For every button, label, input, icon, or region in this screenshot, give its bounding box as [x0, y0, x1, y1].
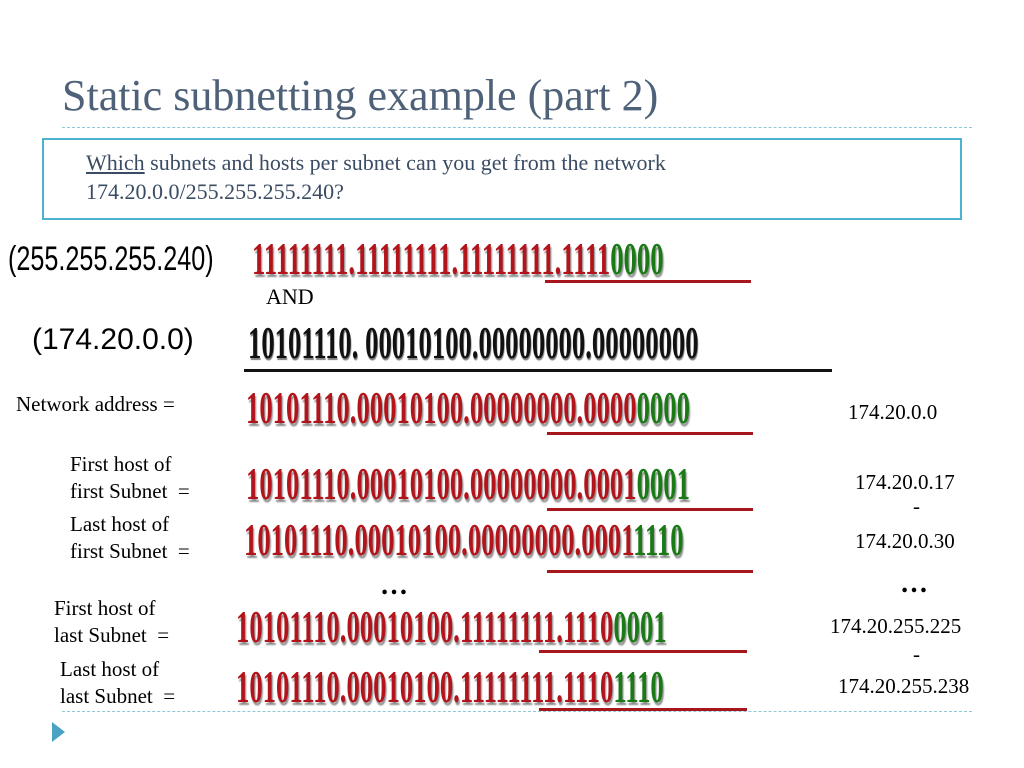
- range-dash-last-subnet: -: [913, 642, 920, 666]
- first-host-last-subnet-underline: [539, 650, 747, 653]
- mask-binary-host-bits: 0000: [610, 233, 664, 284]
- first-host-first-subnet-binary: 10101110.00010100.00000000.00010001: [246, 461, 690, 507]
- binary-host-bits: 0000: [636, 382, 690, 433]
- row-label-last-host-last-subnet: Last host of last Subnet =: [60, 657, 176, 708]
- binary-host-bits: 0001: [636, 458, 690, 509]
- binary-network-bits: 10101110.00010100.00000000.0001: [246, 458, 637, 509]
- first-host-last-subnet-binary: 10101110.00010100.11111111.11100001: [236, 604, 667, 650]
- result-divider: [244, 369, 832, 372]
- last-host-first-subnet-binary: 10101110.00010100.00000000.00011110: [244, 517, 684, 563]
- title-divider: [62, 127, 972, 128]
- network-label: (174.20.0.0): [32, 323, 194, 356]
- row-label-last-host-first-subnet: Last host of first Subnet =: [70, 512, 190, 563]
- first-host-first-subnet-decimal: 174.20.0.17: [855, 470, 955, 494]
- ellipsis-decimal: …: [900, 568, 929, 599]
- last-host-last-subnet-binary: 10101110.00010100.11111111.11101110: [236, 664, 664, 710]
- question-box: Which subnets and hosts per subnet can y…: [42, 138, 962, 220]
- network-address-subnet-underline: [547, 432, 753, 435]
- binary-host-bits: 1110: [633, 514, 684, 565]
- binary-host-bits: 1110: [613, 661, 664, 712]
- mask-subnet-underline: [545, 280, 751, 283]
- network-binary: 10101110. 00010100.00000000.00000000: [248, 320, 699, 366]
- row-label-first-host-last-subnet: First host of last Subnet =: [54, 596, 170, 647]
- question-underlined-word: Which: [86, 150, 145, 175]
- last-host-first-subnet-decimal: 174.20.0.30: [855, 529, 955, 553]
- mask-label: (255.255.255.240): [8, 240, 214, 278]
- ellipsis-binary: …: [380, 570, 409, 601]
- row-label-first-host-first-subnet: First host of first Subnet =: [70, 452, 190, 503]
- first-host-last-subnet-decimal: 174.20.255.225: [830, 614, 962, 638]
- binary-network-bits: 10101110.00010100.00000000.0000: [246, 382, 637, 433]
- last-host-last-subnet-underline: [539, 708, 747, 711]
- row-label-network-address: Network address =: [16, 392, 175, 416]
- first-host-first-subnet-underline: [547, 508, 753, 511]
- last-host-last-subnet-decimal: 174.20.255.238: [838, 674, 970, 698]
- slide-title: Static subnetting example (part 2): [62, 71, 659, 120]
- mask-binary: 11111111.11111111.11111111.11110000: [252, 236, 664, 282]
- footer-divider: [62, 711, 972, 712]
- binary-network-bits: 10101110.00010100.11111111.1110: [236, 601, 614, 652]
- question-text: subnets and hosts per subnet can you get…: [86, 150, 666, 204]
- and-label: AND: [266, 284, 314, 309]
- network-address-decimal: 174.20.0.0: [848, 400, 938, 424]
- network-address-binary: 10101110.00010100.00000000.00000000: [246, 385, 690, 431]
- play-arrow-icon: [52, 722, 65, 742]
- range-dash-first-subnet: -: [913, 494, 920, 518]
- network-binary-bits: 10101110. 00010100.00000000.00000000: [248, 317, 699, 368]
- last-host-first-subnet-underline: [547, 570, 753, 573]
- binary-host-bits: 0001: [613, 601, 667, 652]
- binary-network-bits: 10101110.00010100.00000000.0001: [244, 514, 634, 565]
- mask-binary-network-bits: 11111111.11111111.11111111.1111: [252, 233, 611, 284]
- binary-network-bits: 10101110.00010100.11111111.1110: [236, 661, 614, 712]
